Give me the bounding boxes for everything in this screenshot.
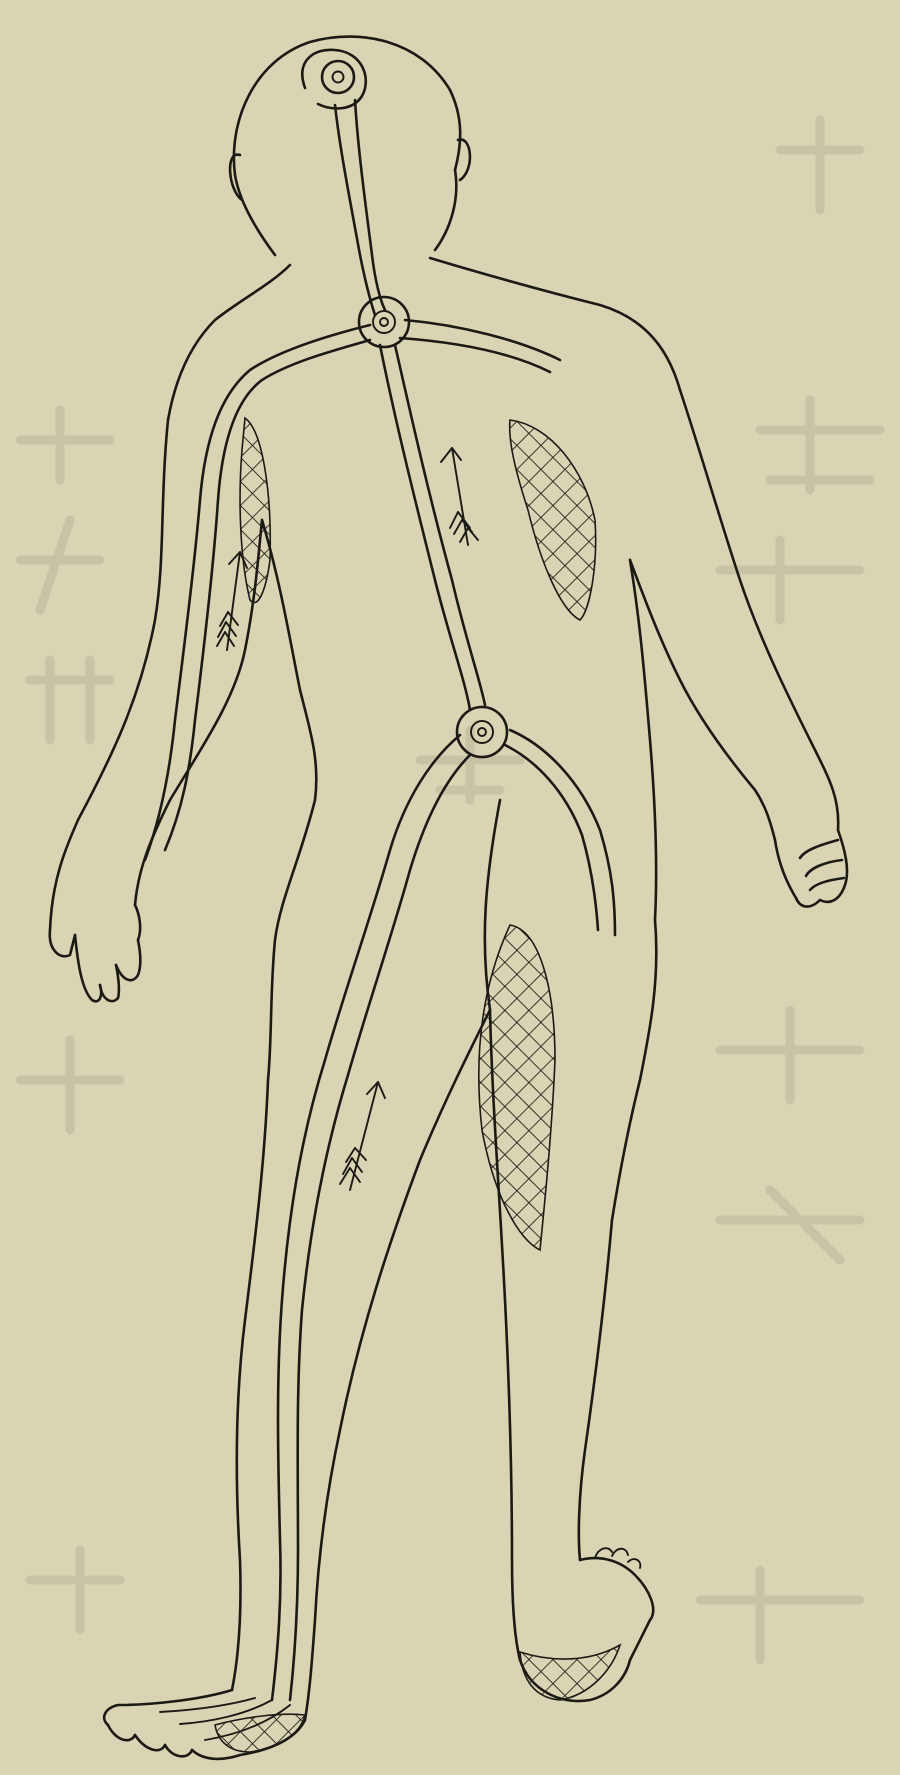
- arrow-up-icon: [441, 448, 478, 545]
- arrow-up-icon: [340, 1082, 385, 1190]
- arrow-up-icon: [217, 552, 247, 650]
